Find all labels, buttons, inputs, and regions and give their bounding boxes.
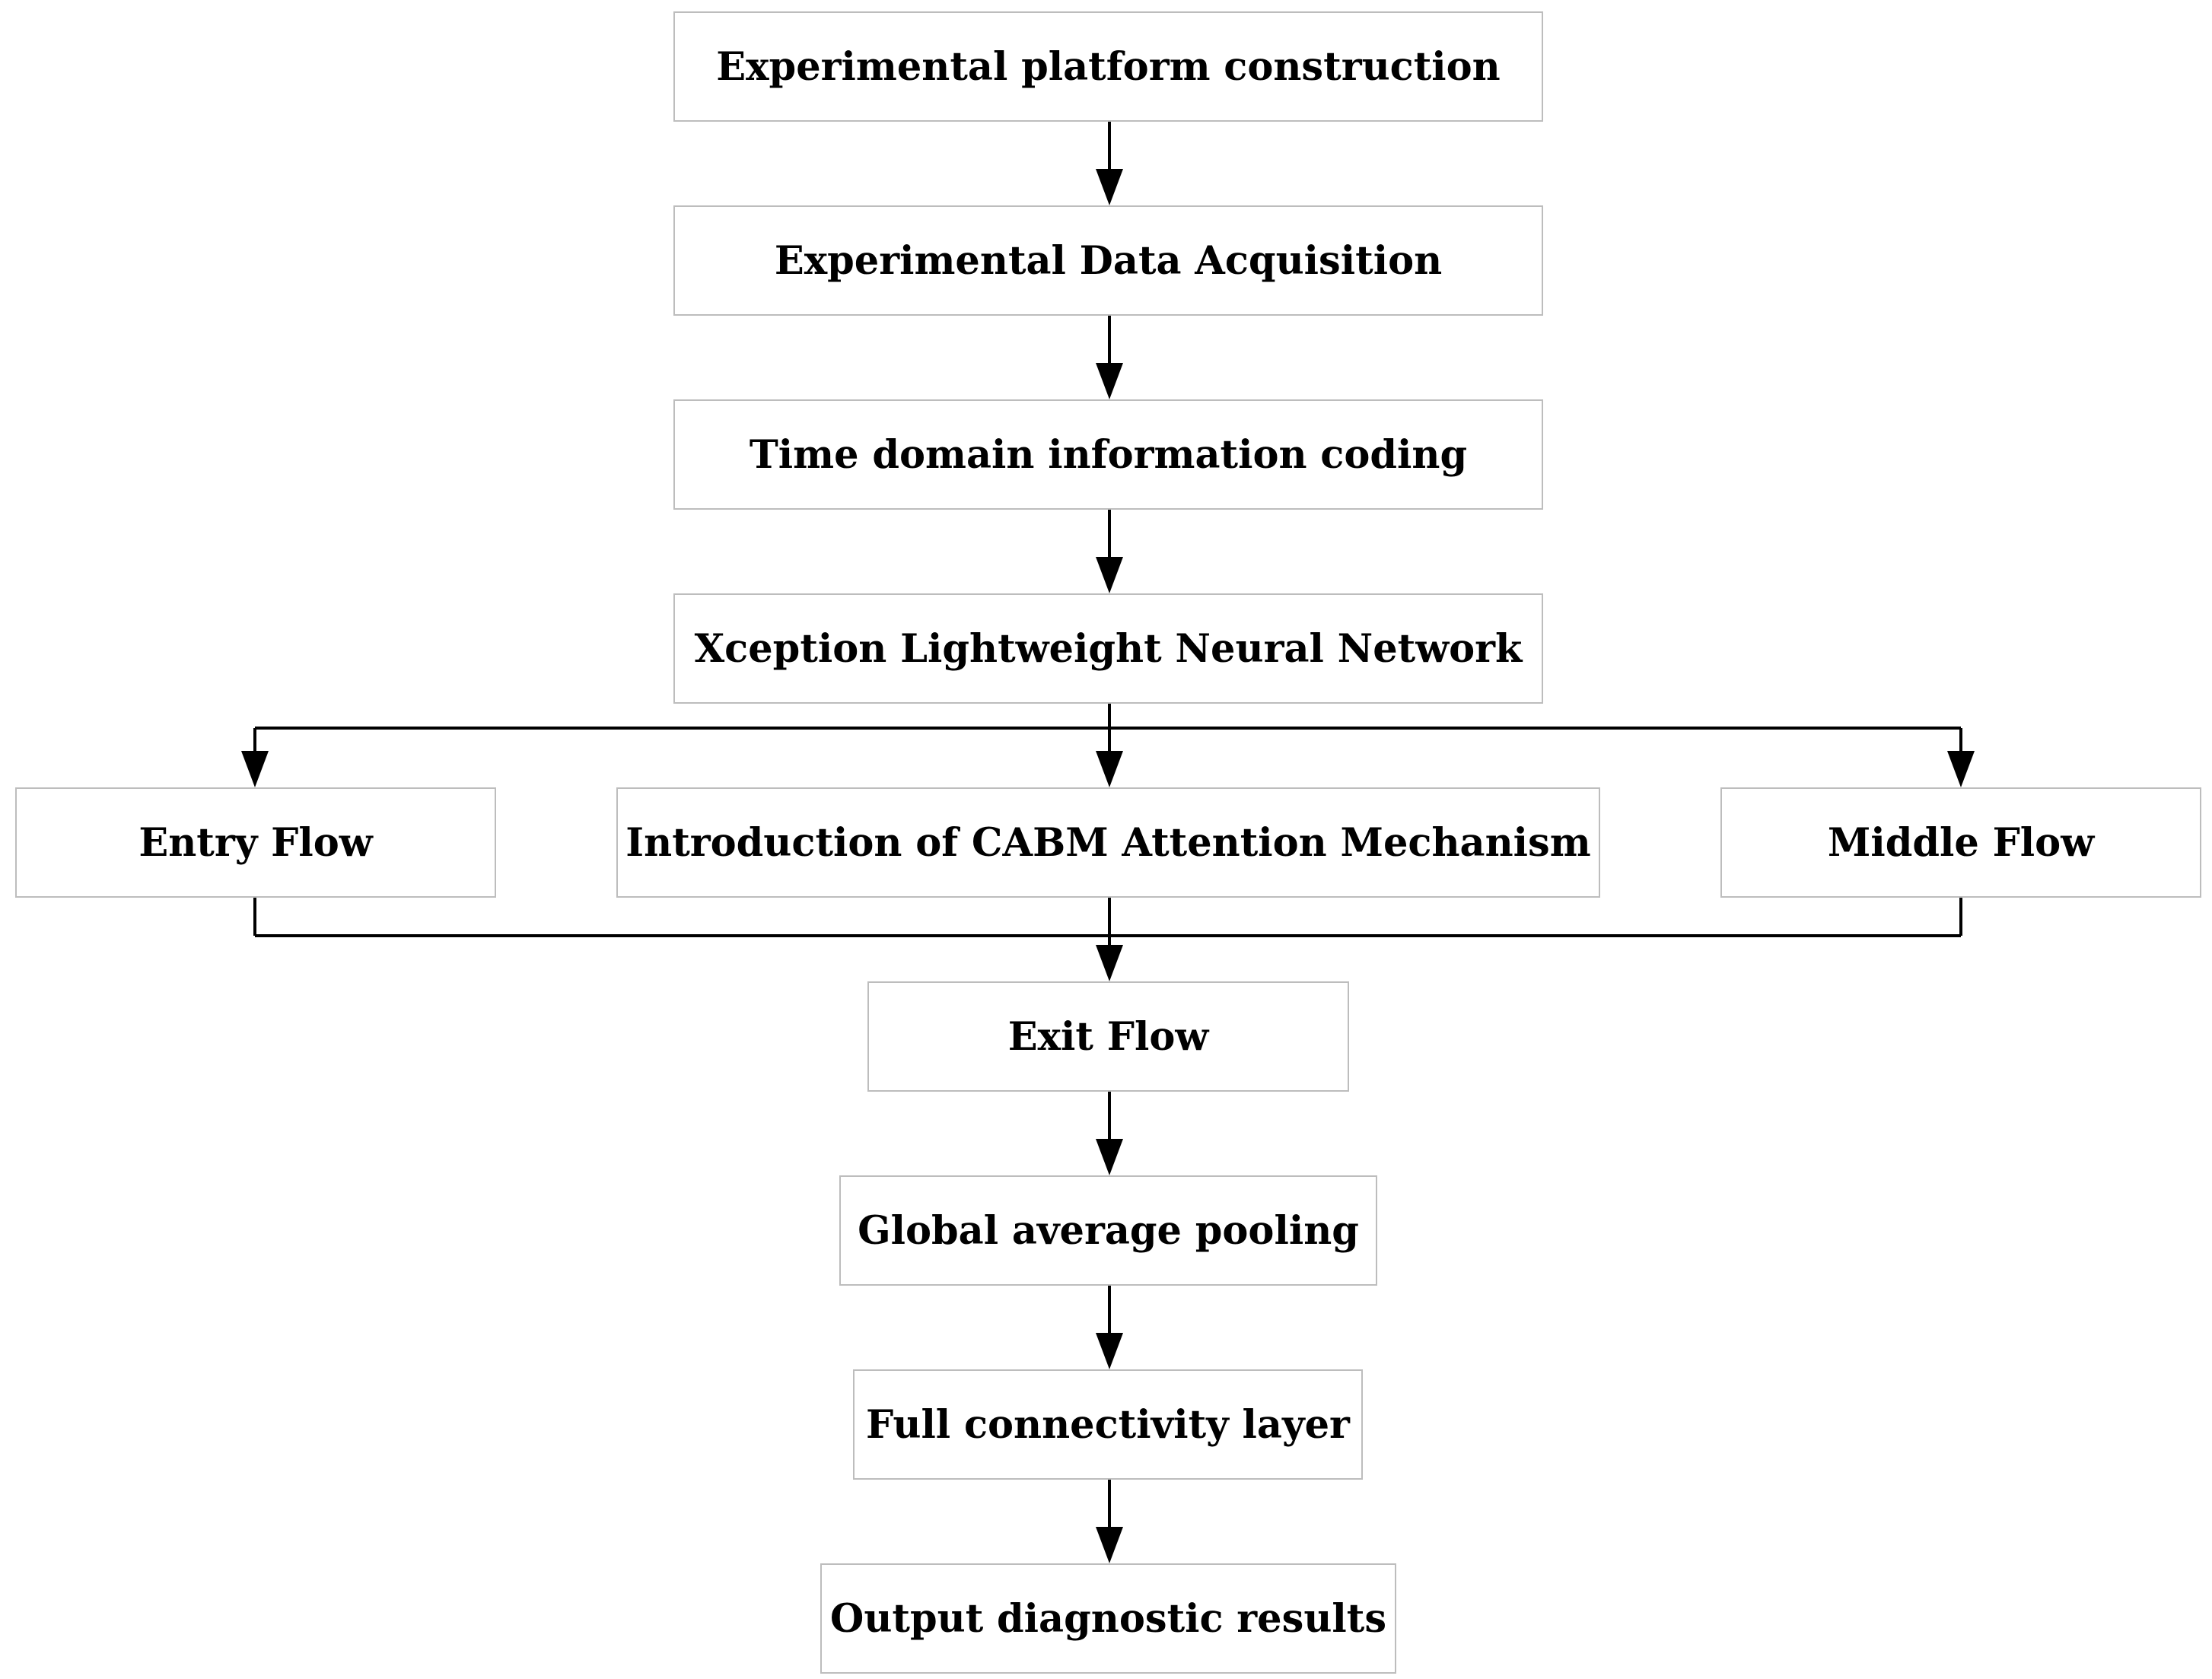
arrow-exit-to-pooling	[1096, 1092, 1123, 1175]
arrow-coding-to-xception	[1096, 510, 1123, 593]
arrow-pooling-to-fc	[1096, 1286, 1123, 1369]
node-exit-flow: Exit Flow	[867, 981, 1349, 1092]
node-entry-flow: Entry Flow	[15, 787, 496, 898]
node-data-acquisition: Experimental Data Acquisition	[673, 205, 1543, 316]
node-platform-construction: Experimental platform construction	[673, 11, 1543, 122]
arrow-platform-to-acquisition	[1096, 122, 1123, 205]
node-full-connectivity-layer: Full connectivity layer	[853, 1369, 1363, 1480]
arrow-head-exit	[1096, 945, 1123, 981]
merge-connector	[253, 898, 1962, 981]
arrow-fc-to-output	[1096, 1480, 1123, 1563]
arrow-head-middle	[1947, 751, 1975, 787]
node-xception-network: Xception Lightweight Neural Network	[673, 593, 1543, 704]
arrow-head-cabm	[1096, 751, 1123, 787]
node-output-diagnostic-results: Output diagnostic results	[820, 1563, 1396, 1674]
node-cabm-attention: Introduction of CABM Attention Mechanism	[616, 787, 1600, 898]
split-connector	[241, 704, 1975, 787]
arrow-head-entry	[241, 751, 269, 787]
arrow-acquisition-to-coding	[1096, 316, 1123, 399]
node-time-domain-coding: Time domain information coding	[673, 399, 1543, 510]
node-global-average-pooling: Global average pooling	[839, 1175, 1377, 1286]
node-middle-flow: Middle Flow	[1720, 787, 2201, 898]
